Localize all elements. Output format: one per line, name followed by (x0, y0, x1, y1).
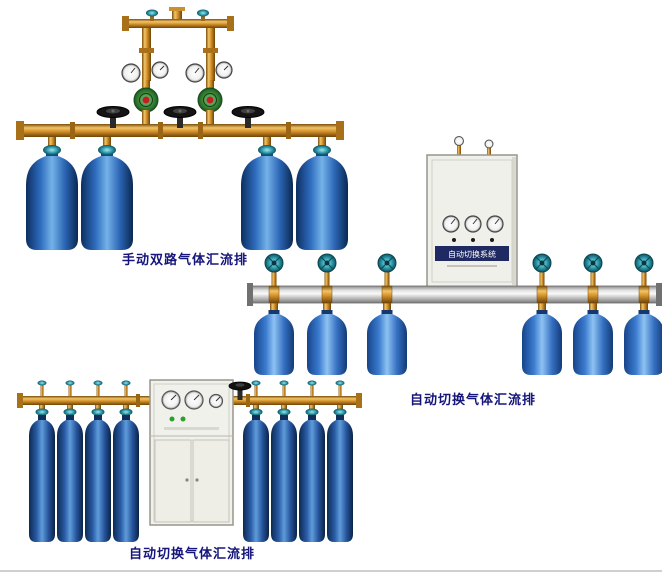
cylinder-valve-handwheel (532, 253, 552, 288)
product-auto-switch-gas-manifold-floor (16, 370, 366, 550)
cabinet-door (154, 439, 192, 523)
cylinder-valve-handwheel (377, 253, 397, 288)
gas-cylinder (81, 145, 133, 250)
gas-cylinder (522, 303, 562, 375)
manifold-pipe (16, 121, 344, 140)
bottom-divider (0, 570, 662, 572)
indicator-light (490, 238, 494, 242)
gas-cylinder (307, 303, 347, 375)
indicator-light (180, 416, 186, 422)
cabinet-label: 自动切换系统 (448, 249, 496, 259)
indicator-light (471, 238, 475, 242)
cylinder-valve-handwheel (264, 253, 284, 288)
gas-cylinder (26, 145, 78, 250)
top-valve-knob (146, 9, 158, 17)
manual-dual-manifold-illustration (16, 7, 348, 250)
product-auto-switch-gas-manifold-wall: 自动切换系统 (247, 136, 662, 381)
product-caption: 自动切换气体汇流排 (409, 393, 536, 408)
gas-cylinder (624, 303, 662, 375)
cylinder-valve-handwheel (583, 253, 603, 288)
product-caption: 自动切换气体汇流排 (128, 547, 255, 562)
control-cabinet (149, 379, 234, 526)
top-valve-knob (197, 9, 209, 17)
cylinder-drop-pipes (48, 137, 326, 149)
gas-cylinder (573, 303, 613, 375)
cabinet-top-gauge (484, 139, 494, 149)
cylinder-valve-handwheel (317, 253, 337, 288)
product-manual-dual-gas-manifold (10, 4, 350, 256)
control-cabinet: 自动切换系统 (426, 136, 518, 288)
indicator-light (169, 416, 175, 422)
auto-switch-manifold-floor-illustration (17, 379, 362, 542)
cabinet-name-band (435, 246, 509, 261)
manifold-rail (247, 283, 662, 306)
gas-cylinder (367, 303, 407, 375)
product-caption: 手动双路气体汇流排 (121, 253, 248, 268)
auto-switch-manifold-wall-illustration: 自动切换系统 (247, 136, 662, 375)
cabinet-top-gauge (454, 136, 464, 146)
gas-cylinder (254, 303, 294, 375)
cabinet-door (192, 439, 230, 523)
header-pipe-assembly (122, 7, 234, 81)
cylinder-valve-handwheel (634, 253, 654, 288)
indicator-light (452, 238, 456, 242)
